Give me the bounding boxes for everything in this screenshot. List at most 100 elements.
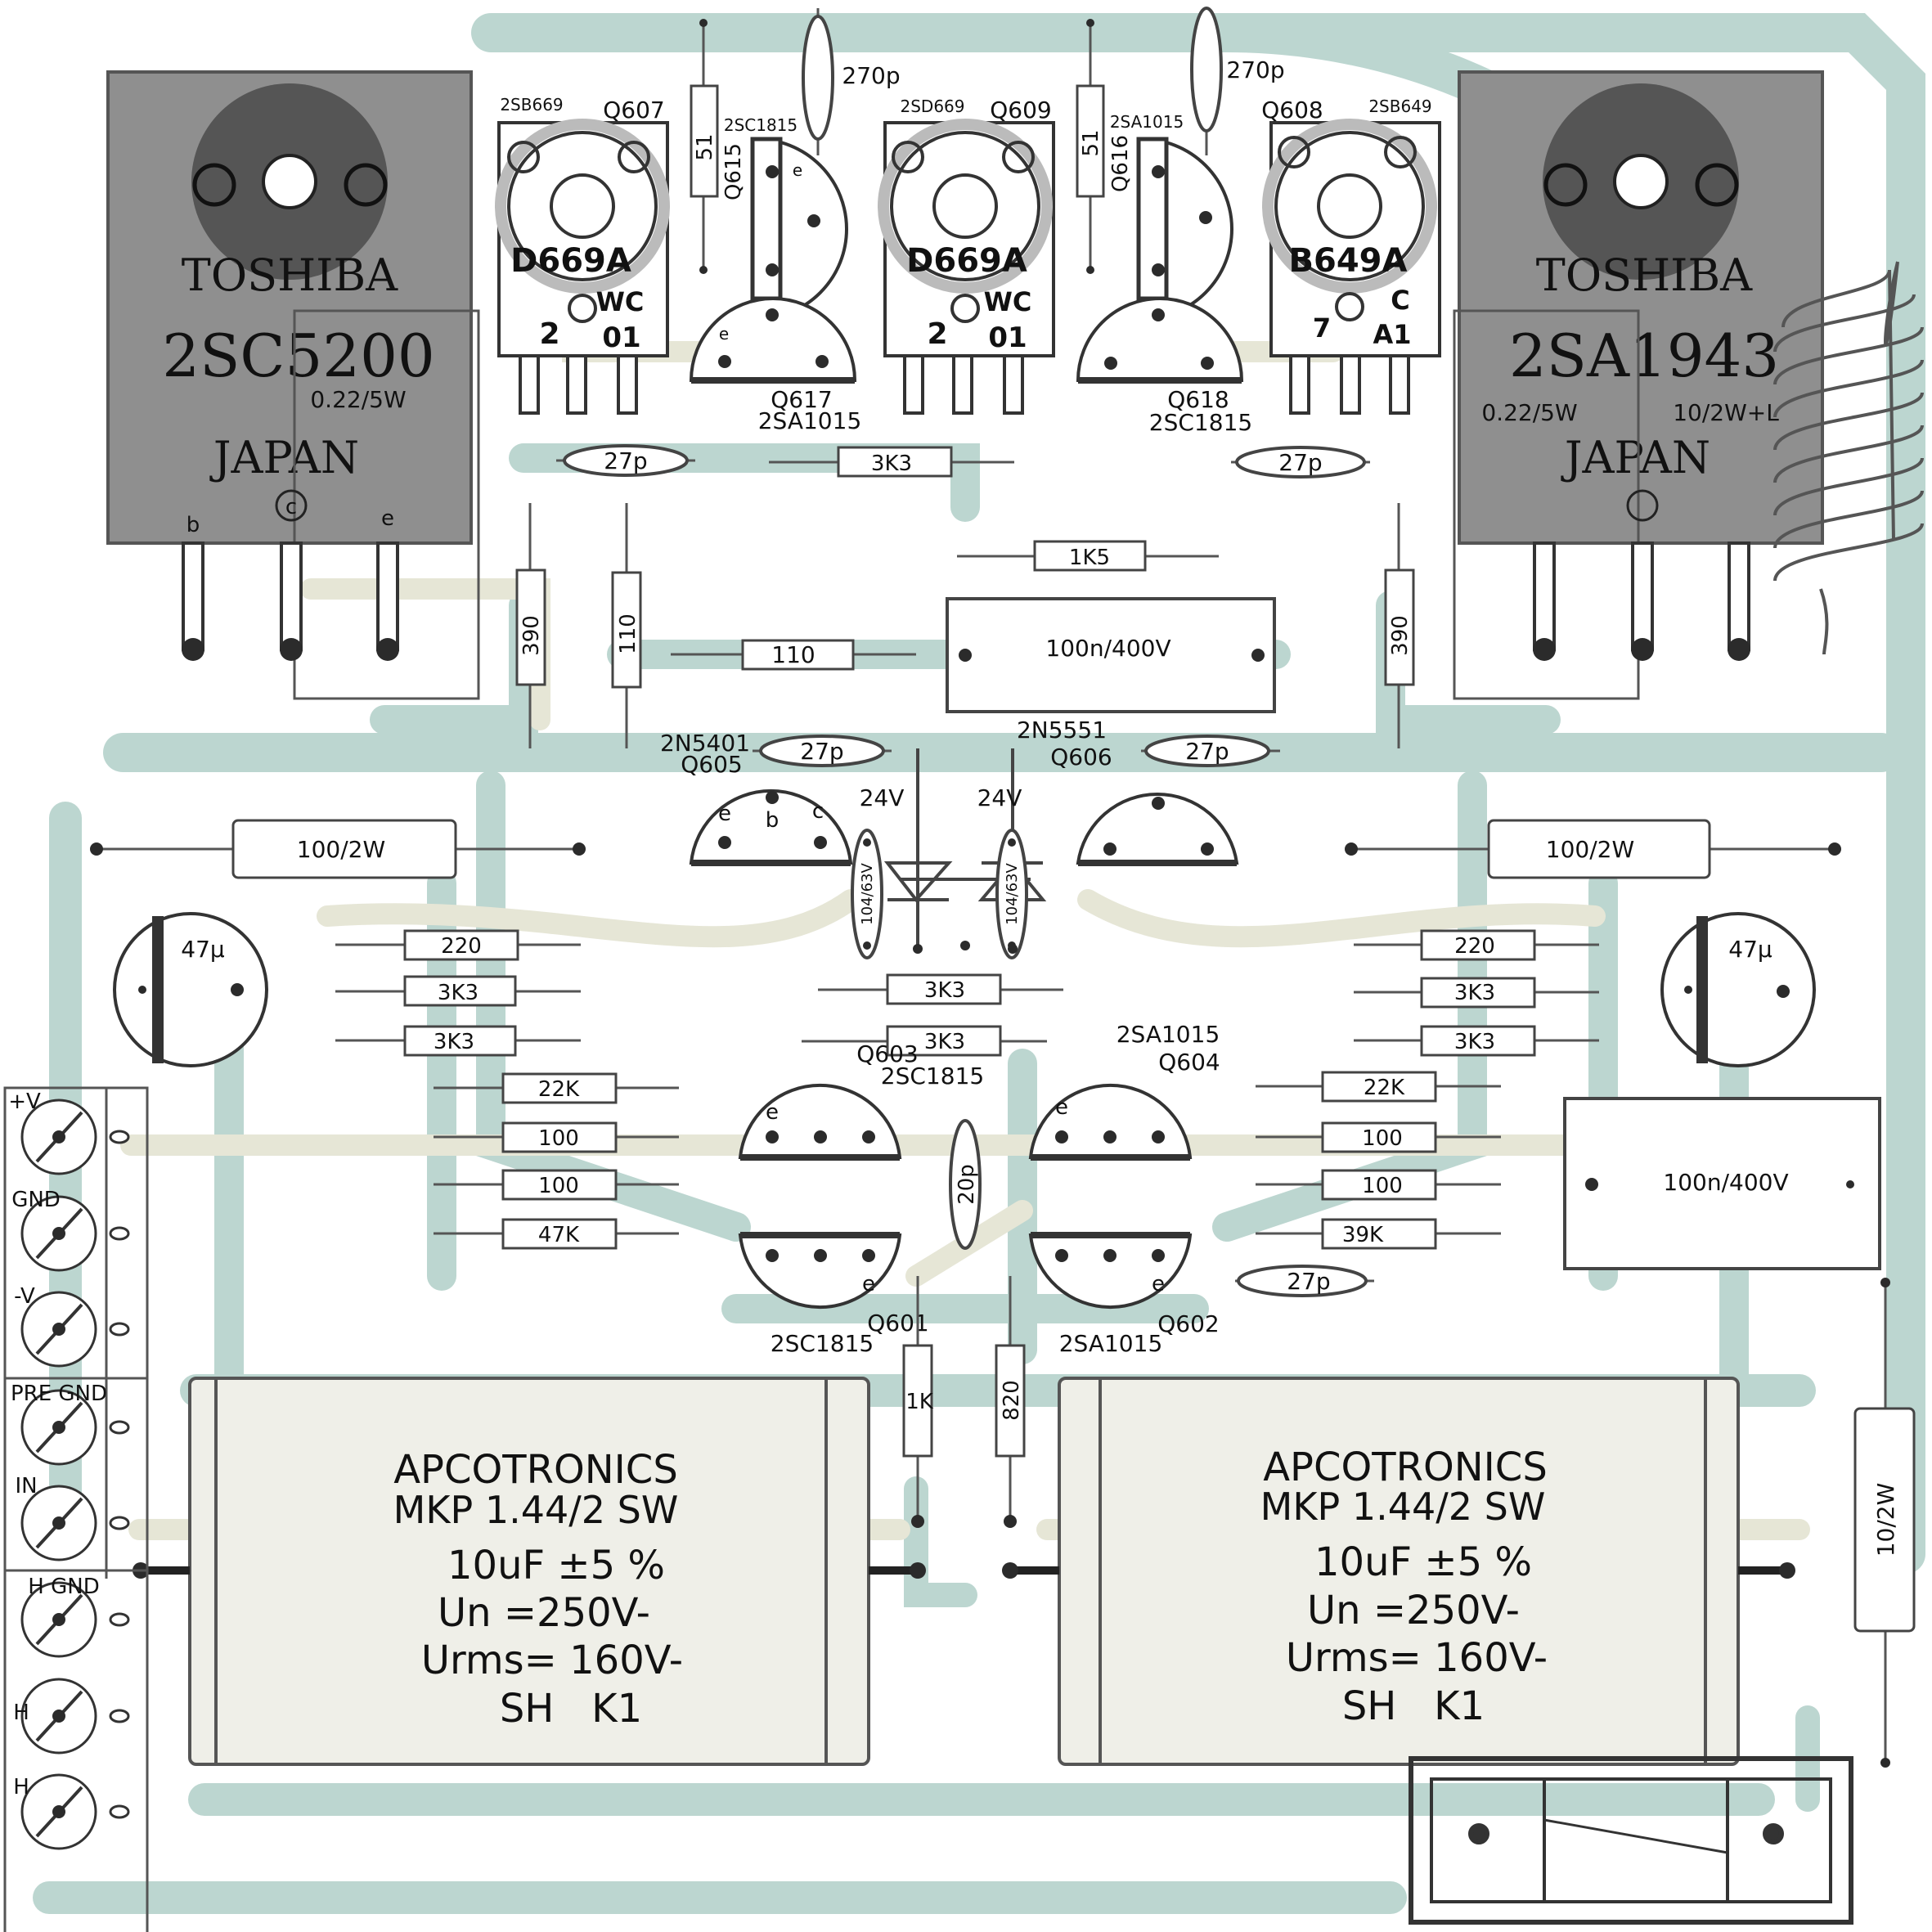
- cap-20p: 20p: [949, 1119, 982, 1250]
- brand-label: APCOTRONICS: [1263, 1445, 1548, 1490]
- pin-label: e: [1055, 1095, 1068, 1120]
- resistor-3k3-c1: 3K3: [818, 973, 1063, 1005]
- type-label: 2N5551: [1017, 717, 1107, 744]
- resistor-100-r1: 100: [1256, 1121, 1501, 1153]
- code-label: 2: [539, 317, 559, 351]
- resistor-22k-l: 22K: [434, 1072, 679, 1104]
- terminal-label-vplus: +V: [8, 1090, 41, 1114]
- extra-label: 10/2W+L: [1673, 399, 1779, 426]
- res-label: 3K3: [871, 452, 912, 476]
- cap-label: 270p: [1226, 56, 1284, 83]
- type-label: 2SC1815: [881, 1063, 984, 1090]
- transistor-q603: e Q603 2SC1815: [738, 1040, 984, 1161]
- output-inductor: [1773, 261, 1924, 655]
- resistor-100-2w-l: 100/2W: [90, 819, 586, 879]
- ref-label: Q618: [1167, 386, 1229, 413]
- ref-label: Q604: [1158, 1049, 1220, 1076]
- type-label: 2SC1815: [771, 1330, 874, 1357]
- code-label: SH K1: [1342, 1683, 1485, 1729]
- res-label: 110: [616, 613, 640, 654]
- cap-47u-right: 47µ: [1660, 912, 1816, 1067]
- rms-label: Urms= 160V-: [1286, 1635, 1548, 1681]
- model-label: MKP 1.44/2 SW: [393, 1488, 679, 1532]
- cap-label: 104/63V: [859, 862, 876, 924]
- res-label: 3K3: [434, 1030, 474, 1054]
- film-cap-left: APCOTRONICS MKP 1.44/2 SW 10uF ±5 % Un =…: [139, 1377, 916, 1766]
- fuse-holder: [1409, 1756, 1853, 1925]
- res-label: 3K3: [1454, 1030, 1495, 1054]
- res-label: 3K3: [924, 1030, 965, 1054]
- pin-label: e: [1152, 1272, 1165, 1296]
- resistor-100-r2: 100: [1256, 1169, 1501, 1201]
- res-label: 1K: [905, 1390, 934, 1414]
- resistor-390-a: 390: [515, 503, 546, 748]
- terminal-label-h2: H: [13, 1775, 29, 1799]
- cap-100n-top: 100n/400V: [946, 597, 1276, 713]
- res-label: 1K5: [1069, 546, 1110, 570]
- resistor-100-2w-r: 100/2W: [1345, 819, 1841, 879]
- power-transistor-2sa1943: TOSHIBA 2SA1943 JAPAN 0.22/5W 10/2W+L: [1453, 70, 1824, 700]
- metal-transistor-q609: 2SD669 Q609 D669A 2 WC 01: [878, 97, 1055, 415]
- type-label: 2SA1015: [758, 407, 862, 434]
- cap-label: 100n/400V: [1663, 1169, 1788, 1196]
- resistor-820: 820: [995, 1276, 1026, 1521]
- cap-label: 20p: [955, 1164, 979, 1205]
- terminal-label-pregnd: PRE GND: [11, 1382, 107, 1406]
- cap-27p-c: 27p: [753, 735, 892, 767]
- code-label: SH K1: [500, 1686, 642, 1732]
- ref-label: Q607: [603, 97, 664, 124]
- cap-label: 27p: [604, 447, 647, 474]
- pin-label: e: [766, 1100, 779, 1125]
- resistor-39k: 39K: [1256, 1218, 1501, 1250]
- terminal-label-h1: H: [13, 1701, 29, 1725]
- film-cap-right: APCOTRONICS MKP 1.44/2 SW 10uF ±5 % Un =…: [1014, 1377, 1787, 1766]
- pin-c-label: c: [812, 799, 824, 824]
- cap-27p-e: 27p: [1235, 1265, 1374, 1297]
- pin-label: e: [793, 160, 802, 180]
- transistor-q606: 2N5551 Q606: [1017, 717, 1239, 866]
- brand-label: TOSHIBA: [1536, 249, 1753, 301]
- res-label: 39K: [1342, 1223, 1384, 1247]
- origin-label: JAPAN: [1561, 432, 1710, 483]
- cap-label: 47µ: [1728, 936, 1772, 963]
- cap-label: 27p: [1278, 449, 1322, 476]
- cap-104-a: 104/63V: [851, 829, 883, 959]
- pin-c-label: c: [285, 495, 297, 519]
- part-label: 2SC5200: [162, 321, 434, 390]
- resistor-47k: 47K: [434, 1218, 679, 1250]
- type-label: 2SA1015: [1059, 1330, 1163, 1357]
- origin-label: JAPAN: [209, 432, 359, 483]
- res-label: 390: [519, 615, 544, 656]
- resistor-1k: 1K: [902, 1276, 934, 1521]
- cap-label: 47µ: [181, 936, 225, 963]
- resistor-3k3-c2: 3K3: [802, 1025, 1047, 1057]
- metal-transistor-q608: Q608 2SB649 B649A 7 C A1: [1261, 97, 1441, 415]
- code-label: C: [1391, 285, 1409, 316]
- resistor-100-l2: 100: [434, 1169, 679, 1201]
- cap-27p-a: 27p: [556, 444, 695, 477]
- cap-270p-b: 270p: [1190, 7, 1285, 155]
- cap-label: 100n/400V: [1045, 635, 1170, 662]
- res-label: 100/2W: [297, 836, 385, 863]
- cap-104-b: 104/63V: [995, 829, 1028, 959]
- res-label: 22K: [538, 1077, 580, 1102]
- resistor-22k-r: 22K: [1256, 1071, 1501, 1103]
- terminal-label-vminus: -V: [14, 1284, 35, 1309]
- res-label: 22K: [1364, 1076, 1405, 1100]
- resistor-390-b: 390: [1384, 503, 1415, 748]
- transistor-q617: e Q617 2SA1015: [689, 297, 862, 434]
- pin-e-label: e: [381, 506, 394, 531]
- code-label: 2: [927, 317, 947, 351]
- terminal-label-gnd: GND: [11, 1188, 61, 1212]
- zener-label: 24V: [977, 784, 1022, 811]
- res-label: 110: [771, 641, 815, 668]
- resistor-110-b: 110: [671, 639, 916, 671]
- pin-b-label: b: [766, 808, 780, 833]
- film-cap-pads: [133, 1515, 1795, 1579]
- ref-label: Q616: [1108, 135, 1133, 192]
- cap-270p-a: 270p: [802, 8, 901, 155]
- res-label: 3K3: [438, 981, 479, 1005]
- res-label: 100/2W: [1546, 836, 1634, 863]
- type-label: 2N5401: [660, 730, 750, 757]
